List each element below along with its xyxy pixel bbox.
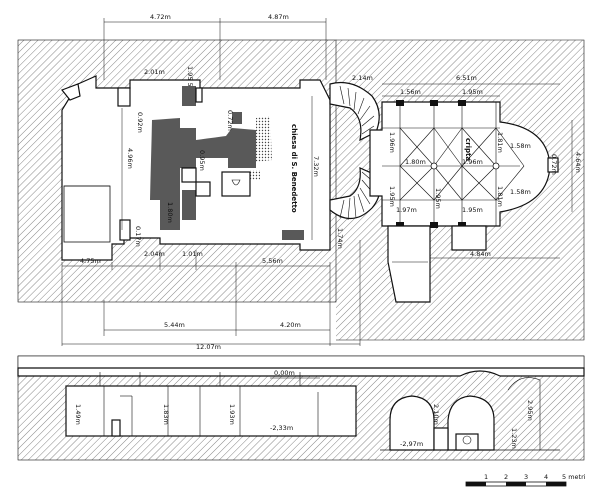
dim-lower-1: 5.44m: [164, 321, 185, 329]
crypt-dim-12: 1.95m: [462, 206, 483, 214]
dim-inner-6: 0.95m: [198, 150, 206, 171]
spiral-stairs: [329, 81, 381, 221]
dim-bottom-4: 5.56m: [262, 257, 283, 265]
dim-bottom-3: 1.01m: [182, 250, 203, 258]
dim-lower-2: 4.20m: [280, 321, 301, 329]
crypt-dim-14: 1.58m: [510, 142, 531, 150]
scale-bar: [465, 481, 567, 487]
dim-top-1: 4.72m: [150, 13, 171, 21]
level-label-3: -2,97m: [400, 440, 423, 448]
crypt-dim-8: 1.96m: [462, 158, 483, 166]
excavation-areas: [150, 86, 304, 240]
dim-bottom-2: 2.04m: [144, 250, 165, 258]
dim-inner-1: 2.01m: [144, 68, 165, 76]
crypt-dim-5: 1.96m: [388, 132, 396, 153]
level-label-2: -2,33m: [270, 424, 293, 432]
dim-bottom-1: 4.75m: [80, 257, 101, 265]
height-label-5: 2.95m: [526, 400, 534, 421]
crypt-label: cripta: [464, 138, 472, 161]
dim-inner-2: 1.95 5: [186, 66, 194, 87]
inner-walls: [117, 87, 251, 241]
scale-tick-1: 1: [484, 473, 488, 481]
dim-inner-9: 7.32m: [312, 156, 320, 177]
height-label-1: 1.49m: [74, 404, 82, 425]
scale-tick-2: 2: [504, 473, 508, 481]
dim-inner-7: 1.80m: [166, 202, 174, 223]
crypt-dim-10: 1.81m: [496, 186, 504, 207]
dim-inner-10: 1.74m: [336, 228, 344, 249]
label-layer: 4.72m 4.87m 2.01m 1.95 5 0.92m 0.72m 4.9…: [74, 13, 586, 481]
crypt-dim-18: 4.64m: [574, 152, 582, 173]
crypt-dim-1: 2.14m: [352, 74, 373, 82]
crypt-dim-6: 1.81m: [496, 132, 504, 153]
crypt-dim-7: 1.80m: [405, 158, 426, 166]
section-drawing: [17, 355, 585, 461]
crypt-dim-16: 4.84m: [470, 250, 491, 258]
crypt-dim-4: 1.95m: [462, 88, 483, 96]
crypt-dim-2: 6.51m: [456, 74, 477, 82]
height-label-2: 1.83m: [162, 404, 170, 425]
dim-inner-5: 4.96m: [126, 148, 134, 169]
scale-tick-4: 4: [544, 473, 548, 481]
dim-top-2: 4.87m: [268, 13, 289, 21]
plan-dimension-lines: [61, 18, 573, 346]
crypt-dim-3: 1.56m: [400, 88, 421, 96]
height-label-4: 2.10m: [432, 404, 440, 425]
scale-tick-3: 3: [524, 473, 528, 481]
dim-inner-4: 0.72m: [226, 110, 234, 131]
height-label-6: 1.23m: [510, 428, 518, 449]
level-label-1: 0,00m: [274, 369, 295, 377]
crypt-dim-9: 1.95m: [388, 186, 396, 207]
crypt-dim-15: 1.58m: [510, 188, 531, 196]
scale-tick-5: 5 metri: [562, 473, 586, 481]
crypt-dim-13: 1.95m: [434, 188, 442, 209]
dim-lower-3: 12.07m: [196, 343, 221, 351]
crypt-plan: [369, 100, 559, 303]
dim-inner-3: 0.92m: [136, 112, 144, 133]
crypt-dim-17: 0.72m: [550, 154, 558, 175]
dim-inner-8: 0.17m: [134, 226, 142, 247]
height-label-3: 1.93m: [228, 404, 236, 425]
church-label: chiesa di S. Benedetto: [290, 124, 298, 213]
crypt-dim-11: 1.97m: [396, 206, 417, 214]
